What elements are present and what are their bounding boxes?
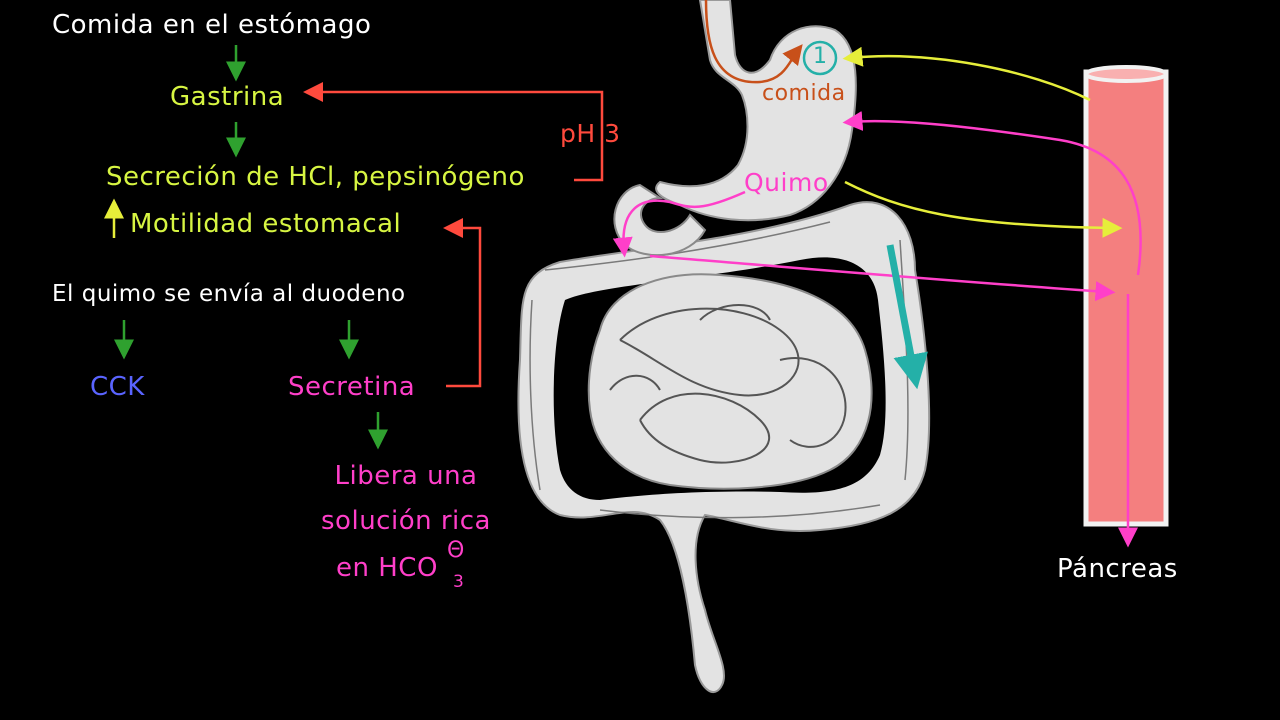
- cck-label: CCK: [90, 372, 145, 402]
- chyme-label: Quimo: [744, 168, 829, 197]
- secretin-label: Secretina: [288, 372, 416, 402]
- ph-label: pH 3: [560, 119, 621, 148]
- hcl-secretion-label: Secreción de HCl, pepsinógeno: [106, 162, 525, 192]
- pancreas-label: Páncreas: [1057, 554, 1178, 584]
- food-label: comida: [762, 81, 846, 106]
- step-number-label: 1: [813, 44, 828, 69]
- flow-arrows: [104, 45, 604, 450]
- releases-line1-label: Libera una: [334, 461, 478, 491]
- gastrin-label: Gastrina: [170, 82, 285, 112]
- gastric-motility-label: Motilidad estomacal: [130, 209, 402, 239]
- pancreas-tube: [1083, 65, 1169, 527]
- releases-line3-label: en HCO: [336, 553, 438, 583]
- chyme-sent-label: El quimo se envía al duodeno: [52, 281, 406, 307]
- bicarb-subscript: 3: [453, 572, 465, 592]
- bicarb-superscript: Θ: [447, 538, 465, 563]
- small-intestine-shape: [587, 273, 873, 490]
- digestive-organs: [517, 0, 931, 693]
- stomach-shape: [655, 0, 857, 222]
- food-in-stomach-label: Comida en el estómago: [52, 10, 372, 40]
- duodenum-shape: [613, 183, 707, 257]
- anatomy-arrows: [612, 0, 1142, 548]
- releases-line2-label: solución rica: [321, 506, 491, 536]
